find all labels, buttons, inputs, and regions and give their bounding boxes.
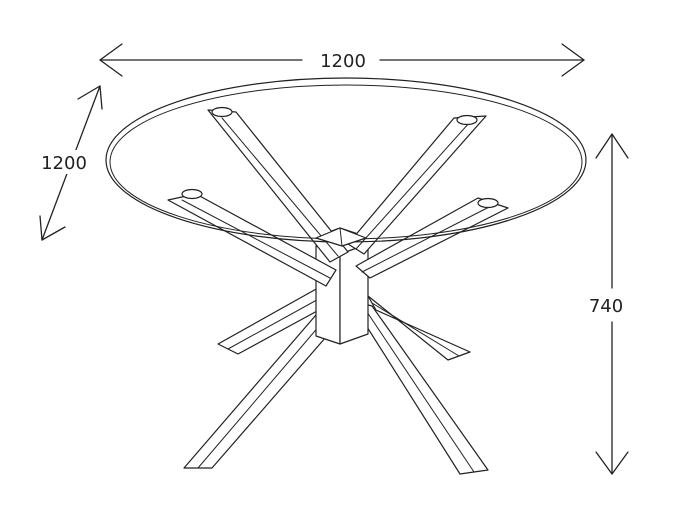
leg-upper-left-edge xyxy=(181,199,331,279)
width-label: 1200 xyxy=(320,51,366,72)
depth-dimension: 1200 xyxy=(36,85,103,241)
depth-label-backdrop xyxy=(36,150,90,174)
support-pad-left xyxy=(181,188,203,200)
height-dimension: 740 xyxy=(589,133,629,475)
glass-top-inner-edge xyxy=(109,84,583,240)
leg-back-right-edge xyxy=(355,121,471,250)
support-pad-back-right xyxy=(456,114,478,126)
lower-legs xyxy=(183,287,489,475)
leg-upper-right-edge xyxy=(361,204,494,273)
leg-front-right xyxy=(349,299,489,475)
depth-label: 1200 xyxy=(41,153,87,174)
width-arrowhead-left xyxy=(99,43,123,77)
column-cap-ridge xyxy=(339,227,343,247)
leg-front-right-edge xyxy=(360,302,475,473)
width-arrowhead-right xyxy=(561,43,585,77)
glass-top-outer-edge xyxy=(105,77,587,243)
leg-right-short xyxy=(367,295,471,361)
depth-arrowhead-bottom xyxy=(39,215,66,241)
height-arrowhead-bottom xyxy=(595,451,629,475)
leg-left-short-edge xyxy=(227,295,325,350)
upper-legs xyxy=(167,106,509,287)
support-pad-right xyxy=(477,197,499,209)
glass-table-top xyxy=(105,77,587,243)
width-dimension: 1200 xyxy=(99,43,585,77)
height-label: 740 xyxy=(589,296,623,317)
leg-back-left-edge xyxy=(221,117,339,257)
depth-arrowhead-top xyxy=(77,85,103,110)
leg-front-left-edge xyxy=(197,310,333,469)
support-pad-back-left xyxy=(211,106,233,118)
column-right-face xyxy=(339,243,369,345)
leg-right-short-edge xyxy=(371,302,460,357)
height-arrowhead-top xyxy=(595,133,629,159)
